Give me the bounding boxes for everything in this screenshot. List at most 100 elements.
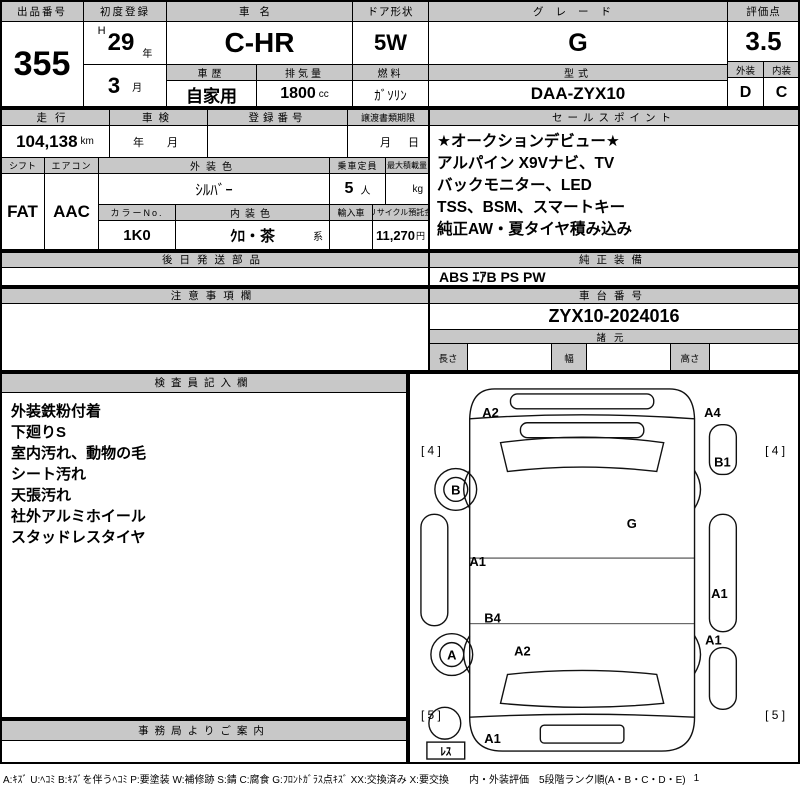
notes-value xyxy=(0,303,429,372)
import-label: 輸入車 xyxy=(329,204,373,221)
tire-depth-label: [ 5 ] xyxy=(765,708,785,722)
registration-no-value xyxy=(207,125,348,158)
score-label: 評価点 xyxy=(727,0,800,22)
model-code-value: DAA-ZYX10 xyxy=(428,80,728,108)
import-value xyxy=(329,220,373,251)
exterior-color-value: ｼﾙﾊﾞｰ xyxy=(98,173,330,205)
damage-code-label: A2 xyxy=(514,644,531,659)
color-no-label: カラーNo. xyxy=(98,204,176,221)
right-rear-panel xyxy=(708,646,738,710)
car-name-value: C-HR xyxy=(166,21,353,65)
fuel-value: ｶﾞｿﾘﾝ xyxy=(352,80,429,108)
aircon-value: AAC xyxy=(44,173,99,251)
width-label: 幅 xyxy=(551,343,587,372)
later-parts-value xyxy=(0,267,429,287)
damage-code-label: G xyxy=(627,516,637,531)
damage-code-label: A1 xyxy=(705,633,722,648)
car-damage-diagram: A2 A4 [ 4 ] [ 4 ] B1 B G A1 A1 B4 A2 A A… xyxy=(420,388,785,760)
specs-label: 諸元 xyxy=(428,329,800,344)
damage-code-label: A xyxy=(447,648,456,663)
damage-code-label: B1 xyxy=(714,455,731,470)
first-registration-year: H 29 年 xyxy=(83,21,167,65)
auction-no-label: 出品番号 xyxy=(0,0,84,22)
exterior-color-label: 外装色 xyxy=(98,157,330,174)
rear-window xyxy=(499,669,665,708)
grade-label: グレード xyxy=(428,0,728,22)
displacement-number: 1800 xyxy=(280,85,316,102)
inspector-note-line: 室内汚れ、動物の毛 xyxy=(11,445,147,462)
reg-year-value: 29 xyxy=(107,29,135,56)
capacity-unit: 人 xyxy=(360,185,371,197)
recycle-deposit-value: 11,270 円 xyxy=(372,220,429,251)
fuel-label: 燃料 xyxy=(352,64,429,81)
windshield xyxy=(499,436,665,473)
grade-value: G xyxy=(428,21,728,65)
inspector-note-line: 天張汚れ xyxy=(11,487,72,504)
era-code: H xyxy=(97,25,106,37)
capacity-label: 乗車定員 xyxy=(329,157,386,174)
inspector-note-line: 外装鉄粉付着 xyxy=(11,403,102,420)
license-plate xyxy=(539,724,625,744)
length-label: 長さ xyxy=(428,343,468,372)
wheel-arch-front-right xyxy=(693,470,702,509)
color-no-value: 1K0 xyxy=(98,220,176,251)
interior-color-text: ｸﾛ・茶 xyxy=(229,228,275,245)
auction-no-value: 355 xyxy=(0,21,84,108)
spare-tire-label: ﾚｽ xyxy=(440,746,451,758)
reg-month-value: 3 xyxy=(107,73,121,98)
max-load-value: kg xyxy=(385,173,429,205)
office-info-body xyxy=(0,740,408,764)
damage-code-label: A1 xyxy=(711,586,728,601)
mileage-number: 104,138 xyxy=(16,131,78,151)
max-load-label: 最大積載量 xyxy=(385,157,429,174)
chassis-no-value: ZYX10-2024016 xyxy=(428,303,800,330)
damage-code-label: A2 xyxy=(482,405,499,420)
right-front-panel xyxy=(708,424,738,476)
interior-color-label: 内装色 xyxy=(175,204,330,221)
mileage-unit: km xyxy=(80,136,94,147)
wheel-arch-rear-right xyxy=(693,635,702,674)
legend-bar: A:ｷｽﾞ U:ﾍｺﾐ B:ｷｽﾞを伴うﾍｺﾐ P:要塗装 W:補修跡 S:錆 … xyxy=(0,767,800,789)
history-label: 車歴 xyxy=(166,64,257,81)
interior-score-value: C xyxy=(763,77,800,108)
registration-no-label: 登録番号 xyxy=(207,108,348,126)
left-side-panel xyxy=(420,513,449,627)
car-body-outline xyxy=(468,388,696,752)
tire-depth-label: [ 4 ] xyxy=(421,444,441,458)
sales-point-line: バックモニター、LED xyxy=(437,177,592,194)
office-info-label: 事務局よりご案内 xyxy=(0,719,408,741)
inspector-note-line: 下廻りS xyxy=(11,424,67,441)
sales-point-line: TSS、BSM、スマートキー xyxy=(437,199,626,216)
legend-text: A:ｷｽﾞ U:ﾍｺﾐ B:ｷｽﾞを伴うﾍｺﾐ P:要塗装 W:補修跡 S:錆 … xyxy=(3,774,686,786)
notes-label: 注意事項欄 xyxy=(0,287,429,304)
damage-code-label: A4 xyxy=(704,405,721,420)
sales-point-line: 純正AW・夏タイヤ積み込み xyxy=(437,221,633,238)
damage-diagram-box: A2 A4 [ 4 ] [ 4 ] B1 B G A1 A1 B4 A2 A A… xyxy=(408,372,800,764)
recycle-deposit-number: 11,270 xyxy=(375,228,416,243)
month-unit: 月 xyxy=(132,82,143,94)
damage-code-label: B4 xyxy=(484,611,501,626)
transfer-deadline-label: 譲渡書類期限 xyxy=(347,108,429,126)
tire-depth-label: [ 5 ] xyxy=(421,708,441,722)
height-value xyxy=(709,343,800,372)
door-shape-label: ドア形状 xyxy=(352,0,429,22)
inspector-note-line: シート汚れ xyxy=(11,466,87,483)
transfer-deadline-value: 月 日 xyxy=(347,125,429,158)
length-value xyxy=(467,343,552,372)
inspector-note-line: 社外アルミホイール xyxy=(11,508,146,525)
damage-code-label: B xyxy=(451,482,460,497)
exterior-score-label: 外装 xyxy=(727,61,764,78)
wheel-rear-left-rim xyxy=(439,641,465,668)
equipment-label: 純正装備 xyxy=(428,251,800,268)
capacity-value: 5 人 xyxy=(329,173,386,205)
sales-point-line: アルパイン X9Vナビ、TV xyxy=(437,155,615,172)
width-value xyxy=(586,343,671,372)
spare-tire-box xyxy=(426,741,466,760)
year-unit: 年 xyxy=(142,49,153,60)
displacement-unit: cc xyxy=(318,88,329,100)
inspection-value: 年 月 xyxy=(109,125,208,158)
interior-color-suffix: 系 xyxy=(313,232,323,243)
wheel-front-left-rim xyxy=(443,476,469,503)
wheel-arch-front-left xyxy=(463,470,471,509)
